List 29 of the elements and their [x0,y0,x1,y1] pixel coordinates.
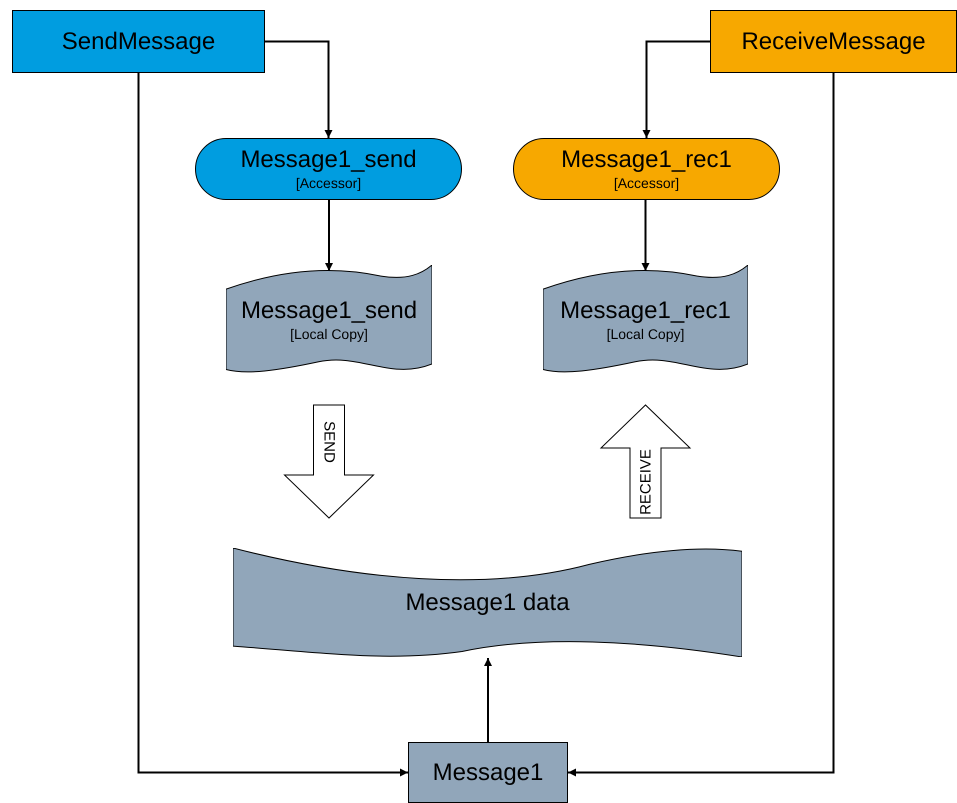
node-title: Message1_rec1 [561,146,732,174]
node-title: ReceiveMessage [741,28,926,56]
arrow [138,73,408,776]
data-band [233,548,742,657]
node-subtitle: [Accessor] [296,174,362,192]
node-title: Message1 [432,758,544,786]
arrow [484,658,492,742]
process-box [710,10,957,73]
node-subtitle: [Local Copy] [606,325,684,343]
edge-label: RECEIVE [638,448,653,514]
process-box [408,742,568,803]
process-box [12,10,265,73]
node-title: SendMessage [62,28,216,56]
arrow [568,73,834,776]
node-title: Message1_send [240,146,417,174]
node-subtitle: [Accessor] [614,174,680,192]
node-title: Message1 data [405,588,570,616]
arrow [265,40,332,138]
node-title: Message1_rec1 [560,297,731,325]
block-arrow [600,404,692,518]
arrow [325,200,333,271]
document-shape [226,265,432,375]
arrow [642,200,650,271]
arrow [642,40,710,138]
block-arrow [283,404,375,519]
node-title: Message1_send [240,297,418,325]
node-subtitle: [Local Copy] [290,325,368,343]
edge-label: SEND [322,420,336,462]
document-shape [543,265,748,375]
